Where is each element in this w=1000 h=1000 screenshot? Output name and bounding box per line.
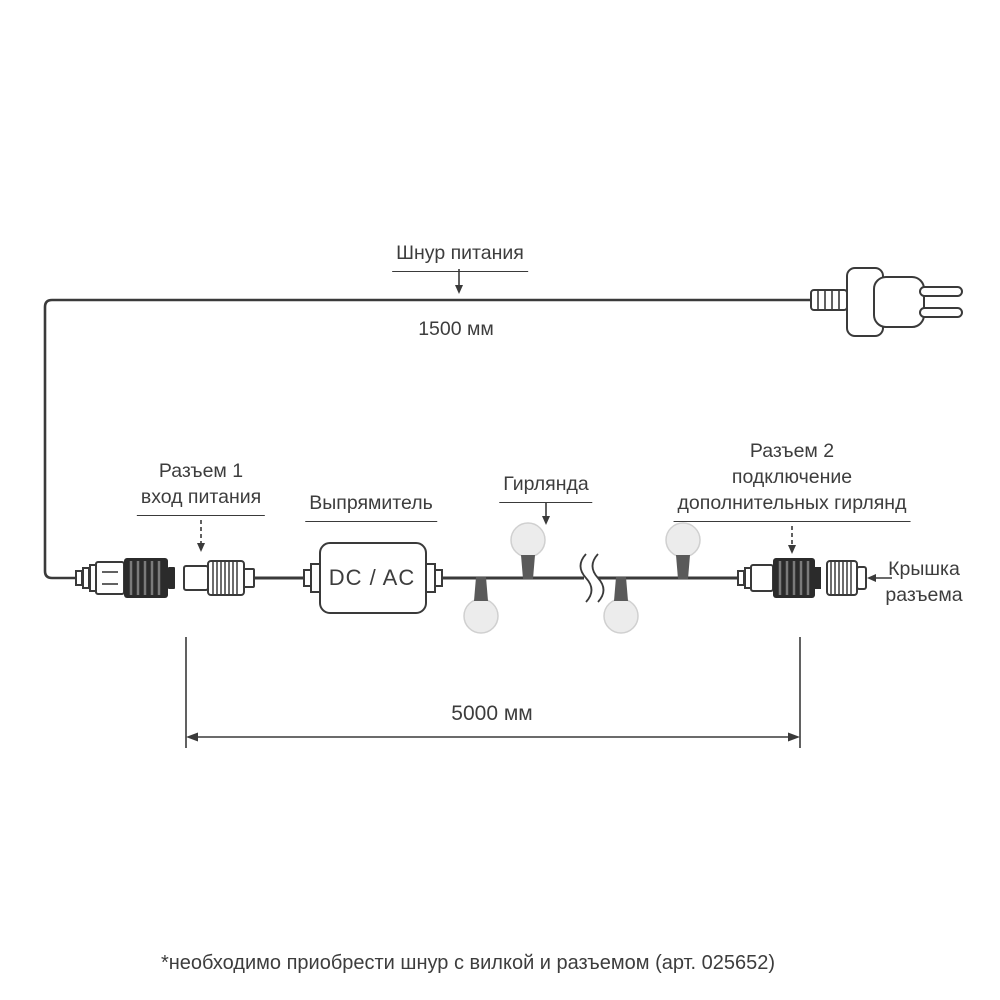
connector1-label-line1: Разъем 1	[158, 460, 244, 482]
wire-break	[579, 553, 605, 603]
garland-length: 5000 мм	[451, 702, 533, 725]
footnote: *необходимо приобрести шнур с вилкой и р…	[160, 952, 776, 974]
bulb-top-2	[665, 522, 701, 579]
rectifier-label: Выпрямитель	[305, 490, 437, 522]
bulb-bottom-2	[603, 577, 639, 634]
connector2-arrow	[788, 526, 796, 554]
connector1-socket	[183, 560, 304, 596]
power-cord-arrow	[455, 269, 463, 294]
rectifier-box-text: DC / AC	[328, 565, 416, 590]
power-cord-length: 1500 мм	[418, 318, 494, 340]
garland-arrow	[542, 503, 550, 525]
connector2-label: Разъем 2 подключение дополнительных гирл…	[673, 438, 911, 522]
cap-arrow	[867, 574, 892, 582]
cap-label-line2: разъема	[885, 584, 963, 606]
cap-label-line1: Крышка	[888, 558, 960, 580]
connector1-arrow	[197, 520, 205, 552]
power-plug-icon	[846, 267, 963, 337]
dimension-5000	[185, 637, 801, 748]
connector-cap	[826, 560, 867, 596]
connector2-label-line1: Разъем 2	[749, 440, 835, 462]
connector1-plug	[75, 558, 175, 598]
connector1-label-line2: вход питания	[140, 486, 262, 508]
connector2-label-line3: дополнительных гирлянд	[677, 492, 907, 514]
connector2-label-line2: подключение	[731, 466, 853, 488]
rectifier-box	[303, 542, 443, 614]
connector2-plug	[737, 558, 821, 598]
cord-strain-relief	[810, 289, 848, 311]
power-cord-label: Шнур питания	[392, 240, 528, 272]
garland-label: Гирлянда	[499, 471, 593, 503]
cap-label: Крышка разъема	[885, 556, 962, 608]
connector1-label: Разъем 1 вход питания	[136, 458, 266, 516]
bulb-bottom-1	[463, 577, 499, 634]
power-cord	[43, 298, 811, 580]
bulb-top-1	[510, 522, 546, 579]
